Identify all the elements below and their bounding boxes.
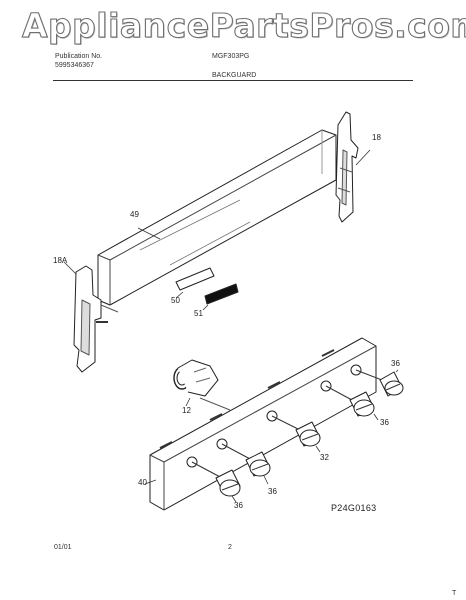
left-end-bracket-part	[63, 261, 119, 373]
knob-1	[191, 461, 241, 497]
label-plates-part	[175, 267, 239, 311]
callout-36-mid: 36	[380, 418, 389, 427]
clock-timer-part	[173, 359, 231, 411]
watermark-logo: AppliancePartsPros.com	[21, 5, 466, 45]
right-end-bracket-part	[335, 111, 371, 223]
footer-date: 01/01	[54, 544, 72, 551]
knob-3	[271, 415, 321, 447]
footer-page-number: 2	[228, 544, 232, 551]
footer-mark: T	[452, 590, 457, 597]
knob-5	[355, 369, 404, 397]
callout-49: 49	[130, 210, 139, 219]
control-panel-part	[144, 337, 377, 511]
publication-number: 5995346367	[55, 62, 94, 69]
publication-label: Publication No.	[55, 53, 103, 60]
knob-4	[325, 385, 375, 417]
section-title: BACKGUARD	[212, 72, 257, 79]
callout-36-bottom: 36	[234, 501, 243, 510]
callout-18a: 18A	[53, 256, 68, 265]
diagram-code: P24G0163	[331, 503, 377, 513]
model-number: MGF303PG	[212, 53, 250, 60]
callout-36-top: 36	[391, 359, 400, 368]
knob-2	[221, 443, 271, 477]
callout-32: 32	[320, 453, 329, 462]
callout-50: 50	[171, 296, 180, 305]
callout-18: 18	[372, 133, 381, 142]
callout-36-low: 36	[268, 487, 277, 496]
callout-51: 51	[194, 309, 203, 318]
control-knobs-part	[191, 369, 404, 503]
callout-12: 12	[182, 406, 191, 415]
callout-40: 40	[138, 478, 147, 487]
header-rule	[53, 80, 413, 81]
